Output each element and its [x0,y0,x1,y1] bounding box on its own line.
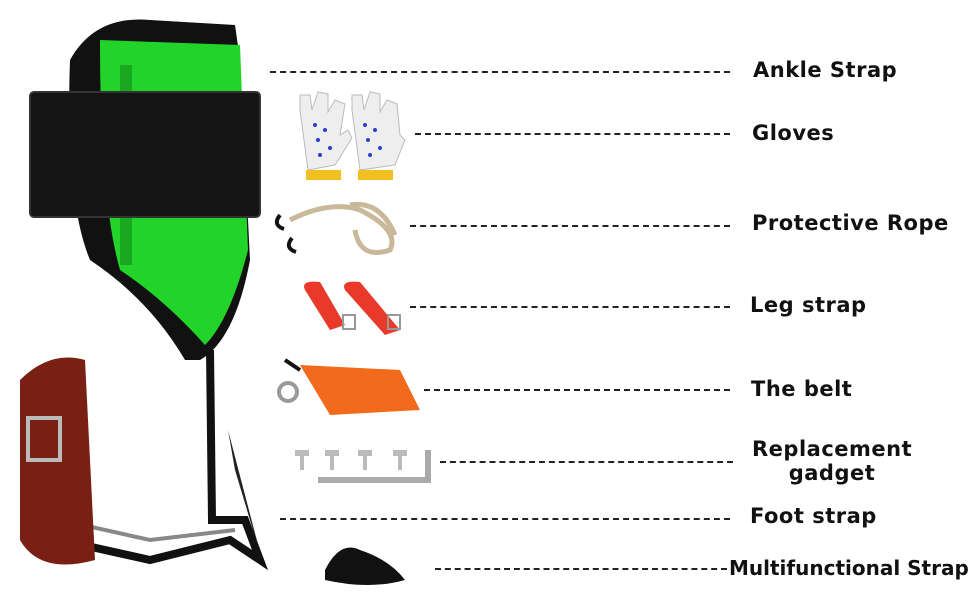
protective-rope-image [274,201,398,255]
label-foot-strap: Foot strap [750,504,877,528]
leader-line [415,133,730,135]
replacement-gadget-image [295,450,431,483]
label-replacement-gadget: Replacement gadget [752,437,913,485]
label-protective-rope: Protective Rope [752,211,949,235]
label-multifunctional-strap: Multifunctional Strap [729,556,969,580]
leader-line [410,306,730,308]
label-leg-strap: Leg strap [750,293,867,317]
leader-line [410,225,730,227]
leg-strap-image [304,281,401,335]
gloves-image [299,91,406,180]
label-ankle-strap: Ankle Strap [753,58,898,82]
leader-line [280,518,730,520]
climbing-spike-image [20,19,269,571]
label-the-belt: The belt [751,377,853,401]
leader-line [424,389,730,391]
leader-line [270,71,730,73]
leader-line [440,461,733,463]
label-gloves: Gloves [752,121,835,145]
leader-line [435,568,727,570]
belt-image [277,358,420,415]
multifunctional-strap-image [325,547,405,585]
